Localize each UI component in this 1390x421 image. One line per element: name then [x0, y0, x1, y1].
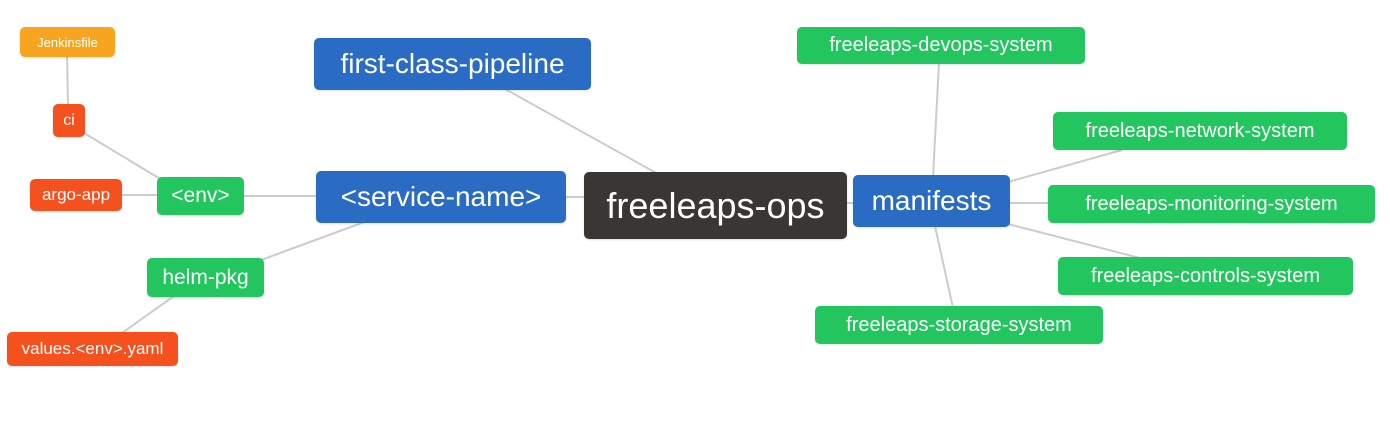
node-ci[interactable]: ci [53, 104, 85, 137]
edge-manifests-storage [934, 225, 954, 309]
edge-manifests-network [1007, 149, 1123, 183]
node-service-name[interactable]: <service-name> [316, 171, 566, 223]
node-freeleaps-devops-system[interactable]: freeleaps-devops-system [797, 27, 1085, 64]
node-freeleaps-ops[interactable]: freeleaps-ops [584, 172, 847, 239]
node-freeleaps-storage-system[interactable]: freeleaps-storage-system [815, 306, 1103, 344]
node-helm-pkg[interactable]: helm-pkg [147, 258, 264, 297]
edge-devops-manifests [932, 62, 940, 178]
node-freeleaps-controls-system[interactable]: freeleaps-controls-system [1058, 257, 1353, 295]
edge-jenkinsfile-ci [66, 54, 69, 107]
edge-first-class-pipeline-ops [504, 88, 659, 175]
node-freeleaps-monitoring-system[interactable]: freeleaps-monitoring-system [1048, 185, 1375, 223]
node-values-env-yaml[interactable]: values.<env>.yaml [7, 332, 178, 366]
edge-manifests-controls [1007, 223, 1141, 259]
node-manifests[interactable]: manifests [853, 175, 1010, 227]
node-first-class-pipeline[interactable]: first-class-pipeline [314, 38, 591, 90]
node-freeleaps-network-system[interactable]: freeleaps-network-system [1053, 112, 1347, 150]
edge-helm-pkg-service-name [260, 220, 368, 261]
edge-values-helm-pkg [121, 295, 175, 334]
edge-ci-env [83, 132, 173, 187]
node-argo-app[interactable]: argo-app [30, 179, 122, 211]
node-jenkinsfile[interactable]: Jenkinsfile [20, 27, 115, 57]
node-env[interactable]: <env> [157, 177, 244, 215]
